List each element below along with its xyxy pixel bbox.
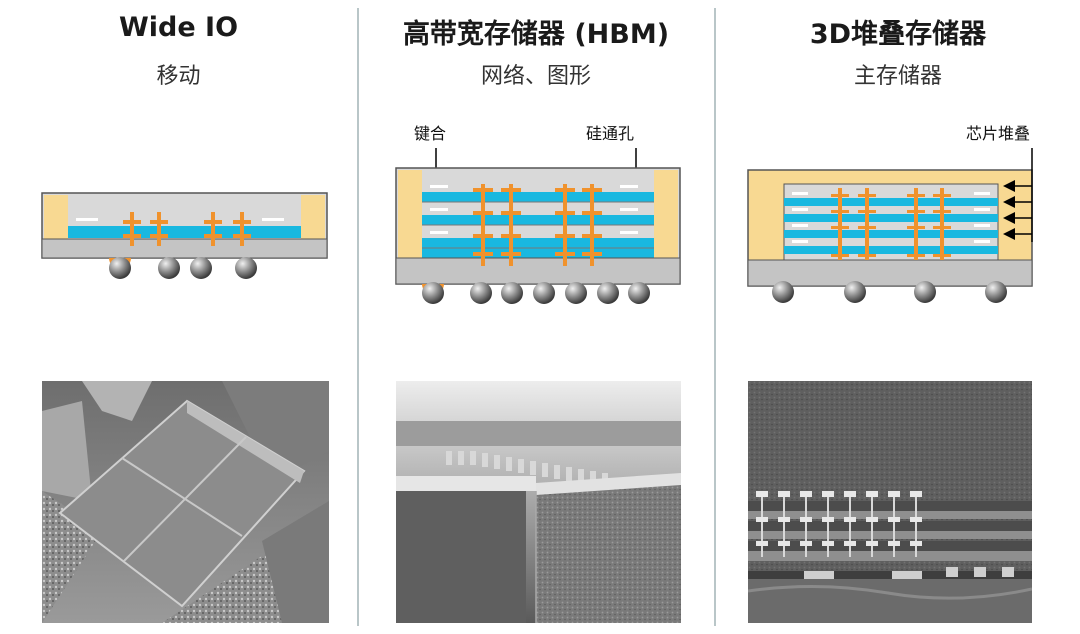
- stacked-memory-title: 3D堆叠存储器: [809, 19, 987, 50]
- hbm-subtitle: 网络、图形: [480, 64, 591, 89]
- wide-io-subtitle: 移动: [156, 64, 201, 89]
- column-wide-io: Wide IO 移动: [0, 0, 357, 634]
- wide-io-sem-image: [42, 381, 329, 623]
- column-3d-stacked: 3D堆叠存储器 主存储器 芯片堆叠: [716, 0, 1080, 634]
- label-die-stacking: 芯片堆叠: [966, 124, 1031, 143]
- label-tsv: 硅通孔: [586, 124, 635, 143]
- wide-io-title: Wide IO: [118, 12, 239, 43]
- hbm-title: 高带宽存储器 (HBM): [402, 19, 670, 50]
- column-divider-right: [714, 8, 716, 626]
- stacked-memory-sem-image: [748, 381, 1032, 623]
- column-divider-left: [357, 8, 359, 626]
- label-bonding: 键合: [414, 124, 447, 143]
- stacked-memory-subtitle: 主存储器: [853, 64, 942, 89]
- stacked-memory-package-diagram: [747, 148, 1033, 303]
- hbm-sem-image: [396, 381, 681, 623]
- column-hbm: 高带宽存储器 (HBM) 网络、图形 键合 硅通孔: [358, 0, 714, 634]
- hbm-package-diagram: [395, 148, 681, 304]
- wide-io-package-diagram: [41, 192, 328, 279]
